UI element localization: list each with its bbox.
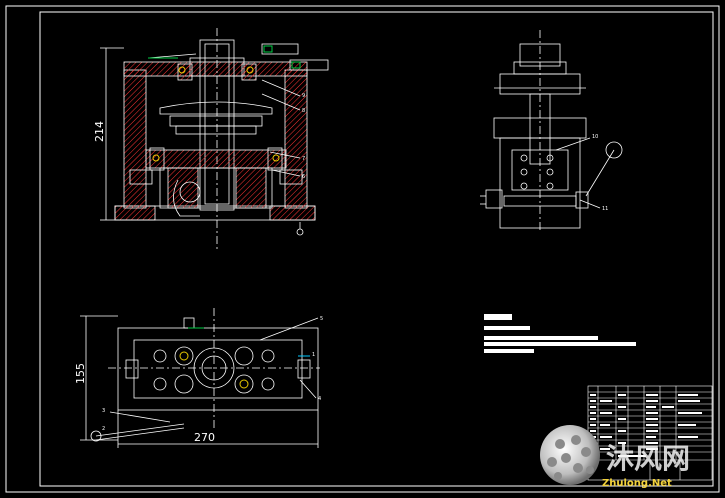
side-balloons: 10 11 bbox=[592, 134, 608, 212]
parts-list-text-marks bbox=[590, 394, 702, 457]
dim-front-height: 214 bbox=[93, 121, 106, 142]
svg-text:3: 3 bbox=[102, 408, 105, 414]
svg-text:5: 5 bbox=[320, 316, 323, 322]
dim-top-width: 270 bbox=[194, 431, 215, 444]
svg-text:8: 8 bbox=[302, 108, 305, 114]
front-balloons: 9 8 7 6 bbox=[302, 93, 305, 180]
front-section-view bbox=[100, 28, 329, 250]
svg-text:7: 7 bbox=[302, 156, 305, 162]
svg-text:10: 10 bbox=[592, 134, 598, 140]
dim-top-height: 155 bbox=[74, 363, 87, 384]
front-accent-marks bbox=[148, 45, 301, 162]
top-view bbox=[80, 308, 320, 448]
svg-text:9: 9 bbox=[302, 93, 305, 99]
top-accent-marks bbox=[179, 327, 310, 389]
svg-text:2: 2 bbox=[102, 426, 105, 432]
watermark-text: 沐风网 bbox=[606, 442, 690, 475]
svg-text:11: 11 bbox=[602, 206, 608, 212]
svg-text:4: 4 bbox=[318, 396, 321, 402]
tech-requirements-block bbox=[484, 314, 636, 353]
top-balloons: 5 4 3 2 1 bbox=[102, 316, 323, 432]
inner-frame bbox=[39, 11, 714, 487]
outer-frame bbox=[5, 5, 720, 493]
svg-text:1: 1 bbox=[312, 352, 315, 358]
watermark-url: Zhulong.Net bbox=[602, 478, 672, 489]
svg-text:6: 6 bbox=[302, 174, 305, 180]
watermark-logo: 沐风网 Zhulong.Net bbox=[540, 425, 690, 489]
side-view bbox=[480, 30, 623, 232]
